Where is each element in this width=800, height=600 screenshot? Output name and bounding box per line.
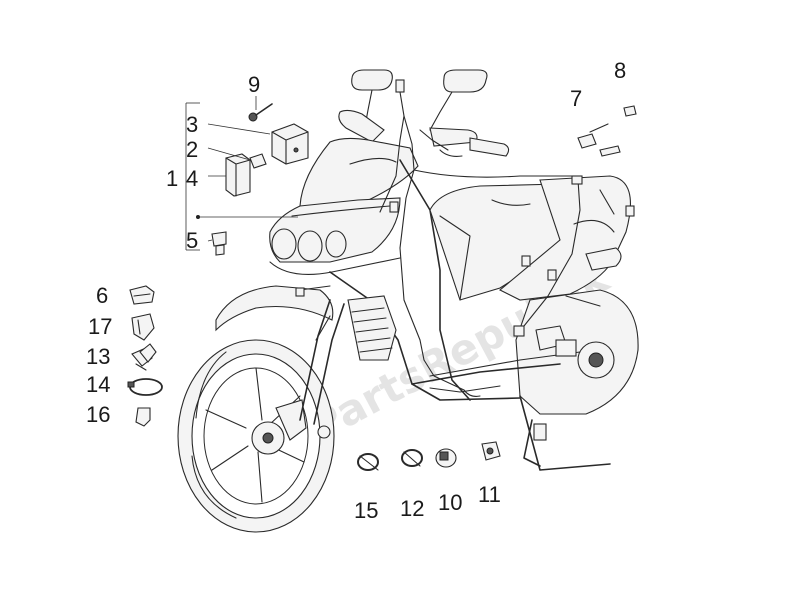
callout-2: 2 bbox=[186, 137, 198, 162]
callout-3: 3 bbox=[186, 112, 198, 137]
part-16-clip bbox=[135, 407, 151, 427]
callout-9: 9 bbox=[248, 72, 260, 97]
part-12-hose-clamp bbox=[401, 449, 423, 467]
scooter-outline bbox=[177, 69, 639, 533]
part-7-bolt-assembly bbox=[577, 123, 621, 157]
part-3-relay-box bbox=[271, 123, 309, 165]
front-fairing bbox=[269, 137, 419, 275]
callout-1: 1 bbox=[166, 166, 178, 191]
leader-lines bbox=[185, 96, 298, 251]
part-2-clip bbox=[249, 153, 267, 169]
callout-6: 6 bbox=[96, 283, 108, 308]
callout-10: 10 bbox=[438, 490, 462, 515]
part-6-clip bbox=[129, 285, 155, 305]
callout-11: 11 bbox=[478, 482, 501, 507]
wiring-harness bbox=[295, 79, 635, 397]
callout-7: 7 bbox=[570, 86, 582, 111]
callout-16: 16 bbox=[86, 402, 110, 427]
callout-14: 14 bbox=[86, 372, 110, 397]
part-15-hose-clamp bbox=[357, 453, 379, 471]
callout-labels: 9 3 2 1 4 5 6 17 13 14 16 8 7 15 12 10 1… bbox=[86, 58, 626, 523]
callout-12: 12 bbox=[400, 496, 424, 521]
callout-8: 8 bbox=[614, 58, 626, 83]
callout-13: 13 bbox=[86, 344, 110, 369]
part-14-cable-tie bbox=[127, 378, 163, 396]
front-wheel bbox=[177, 285, 345, 533]
callout-5: 5 bbox=[186, 228, 198, 253]
callout-15: 15 bbox=[354, 498, 378, 523]
callout-4: 4 bbox=[186, 166, 198, 191]
part-4-module bbox=[225, 153, 251, 197]
part-5-connector bbox=[211, 231, 227, 256]
vent-grille bbox=[351, 307, 393, 353]
part-10-clamp bbox=[435, 448, 457, 468]
scooter-body bbox=[329, 159, 639, 471]
part-11-grommet bbox=[481, 441, 501, 461]
right-mirror bbox=[429, 69, 488, 131]
part-9-screw bbox=[248, 103, 273, 122]
part-17-clamp bbox=[131, 313, 155, 341]
handlebar bbox=[338, 109, 510, 157]
callout-17: 17 bbox=[88, 314, 112, 339]
part-8-nut bbox=[623, 105, 637, 117]
part-13-fan-clip bbox=[131, 343, 157, 371]
